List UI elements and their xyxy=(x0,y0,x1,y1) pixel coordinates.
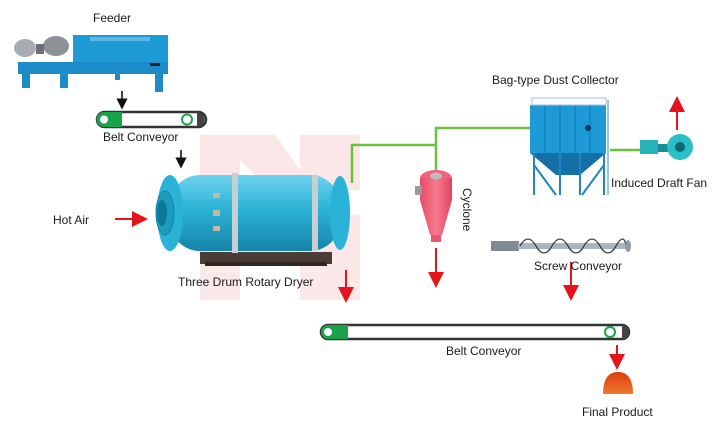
label-belt-conveyor-top: Belt Conveyor xyxy=(103,130,179,144)
label-screw-conveyor: Screw Conveyor xyxy=(534,259,623,273)
label-cyclone: Cyclone xyxy=(460,188,474,232)
rotary-dryer xyxy=(155,173,350,266)
label-fan: Induced Draft Fan xyxy=(611,176,708,190)
label-bag-collector: Bag-type Dust Collector xyxy=(492,73,619,87)
label-belt-conveyor-bottom: Belt Conveyor xyxy=(446,344,522,358)
ductwork xyxy=(350,126,640,183)
label-feeder: Feeder xyxy=(93,11,132,25)
label-hot-air: Hot Air xyxy=(53,213,90,227)
bag-dust-collector xyxy=(530,97,609,196)
screw-conveyor xyxy=(491,238,631,254)
feeder-machine xyxy=(14,35,168,92)
cyclone xyxy=(415,170,452,242)
label-final-product: Final Product xyxy=(582,405,653,419)
label-dryer: Three Drum Rotary Dryer xyxy=(178,275,314,289)
final-product-pile xyxy=(603,372,633,394)
belt-conveyor-top xyxy=(95,110,208,129)
induced-draft-fan xyxy=(640,134,693,160)
belt-conveyor-bottom xyxy=(319,323,631,341)
